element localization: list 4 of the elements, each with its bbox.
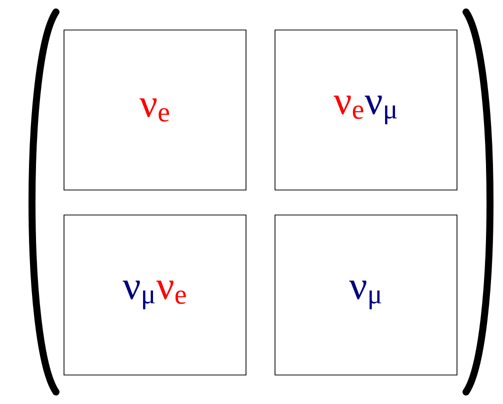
matrix-cell: ν$_{μ}$ xyxy=(274,214,458,376)
matrix-cell: ν$_{e}$ xyxy=(64,30,246,190)
matrix-cell: ν$_{e}$ν$_{μ}$ xyxy=(274,30,458,190)
matrix-cell: ν$_{μ}$ν$_{e}$ xyxy=(64,214,246,376)
